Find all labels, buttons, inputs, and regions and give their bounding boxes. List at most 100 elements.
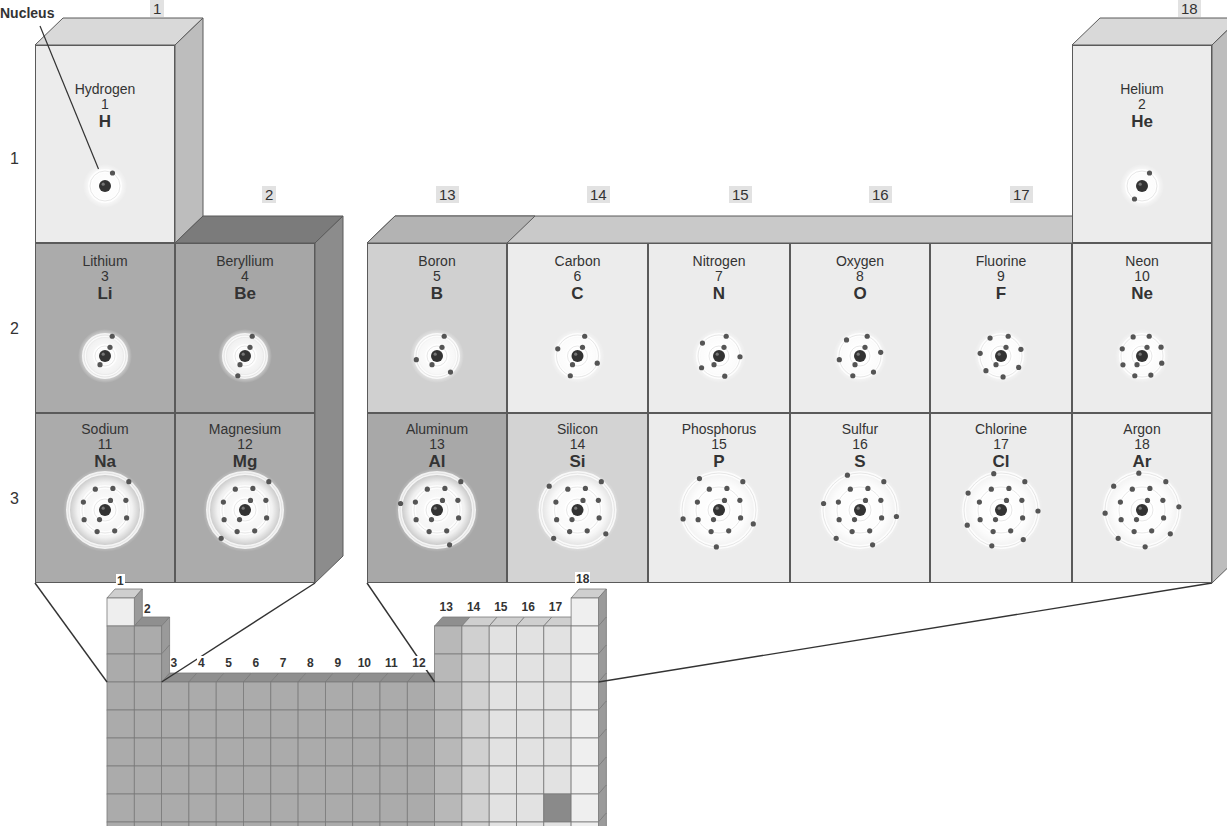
electron-cloud [974,329,1028,383]
mini-cell [244,822,271,826]
block-top-face [1072,18,1227,45]
block-side-face [315,216,343,583]
electron [699,365,704,370]
electron [1149,528,1154,533]
electron [707,487,712,492]
electron-cloud [203,468,287,552]
electron-cloud [1115,329,1169,383]
electron [1132,529,1137,534]
electron-shell [416,335,458,377]
electron [865,334,870,339]
electron-shell [1127,171,1157,201]
element-name: Aluminum [368,422,506,437]
electron-shell [414,487,460,533]
period-number: 3 [10,490,19,508]
nucleus [99,180,111,192]
electron-shell [964,473,1038,547]
mini-periodic-table [107,589,606,826]
mini-group-number: 17 [548,600,563,614]
mini-cell [353,738,380,766]
mini-cell [544,682,571,710]
atomic-number: 16 [791,437,929,452]
electron [413,500,418,505]
electron-shell [416,335,458,377]
electron-cloud [395,468,479,552]
electron-shell [978,487,1024,533]
element-name: Silicon [508,422,647,437]
electron-shell [682,473,756,547]
element-symbol: He [1073,112,1211,131]
mini-cell [489,794,516,822]
mini-cell [462,822,489,826]
mini-cell [435,822,462,826]
electron [112,528,117,533]
element-tile: Carbon6C [507,243,648,413]
electron [442,334,447,339]
electron [1021,537,1026,542]
electron-shell [1131,499,1153,521]
electron [1158,345,1163,350]
mini-cell [517,710,544,738]
nucleus [431,350,443,362]
electron-shell [90,171,120,201]
nucleus-highlight [716,507,719,510]
electron [837,357,842,362]
atomic-number: 2 [1073,97,1211,112]
electron-cloud [1100,468,1184,552]
element-tile: Beryllium4Be [175,243,315,413]
electron-shell [208,473,282,547]
element-tile: Magnesium12Mg [175,413,315,583]
atomic-number: 1 [36,97,174,112]
electron-shell [964,473,1038,547]
mini-cell [134,654,161,682]
element-name: Beryllium [176,254,314,269]
electron [989,487,994,492]
electron [570,362,575,367]
electron [1168,531,1173,536]
mini-cell [544,710,571,738]
nucleus-highlight [1139,507,1142,510]
electron [580,498,585,503]
electron-shell [555,487,601,533]
nucleus [99,350,111,362]
atomic-number: 12 [176,437,314,452]
element-name: Neon [1073,254,1211,269]
element-name: Magnesium [176,422,314,437]
element-symbol: Al [368,452,506,471]
nucleus-highlight [716,353,719,356]
element-symbol: F [931,284,1071,303]
electron [554,517,559,522]
mini-cell [216,710,243,738]
electron [237,362,242,367]
electron [1003,345,1008,350]
electron [565,487,570,492]
mini-cell [489,738,516,766]
nucleus-highlight [1139,353,1142,356]
mini-cell [380,822,407,826]
mini-group-number: 7 [279,656,288,670]
electron [714,544,719,549]
element-text: Fluorine9F [931,254,1071,303]
nucleus [995,350,1007,362]
bohr-model [1073,46,1211,242]
element-text: Oxygen8O [791,254,929,303]
electron [700,340,705,345]
electron [93,487,98,492]
mini-cell [435,682,462,710]
electron [1018,347,1023,352]
electron [583,486,588,491]
group-number: 18 [1178,0,1201,17]
electron [751,521,756,526]
mini-cell [435,766,462,794]
electron [456,515,461,520]
mini-cell [517,654,544,682]
electron-cloud [833,329,887,383]
element-name: Chlorine [931,422,1071,437]
nucleus-highlight [998,353,1001,356]
electron [965,523,970,528]
mini-cell [134,682,161,710]
element-name: Argon [1073,422,1211,437]
electron [1120,346,1125,351]
nucleus-highlight [574,507,577,510]
electron [398,501,403,506]
